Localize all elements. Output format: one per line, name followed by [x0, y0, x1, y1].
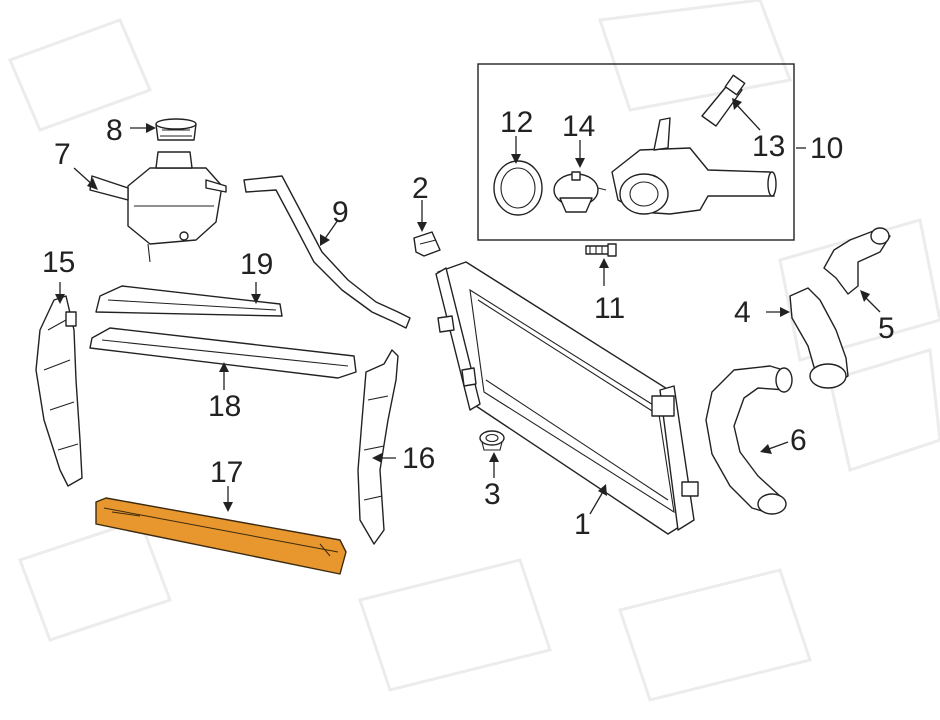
callout-17: 17 — [210, 456, 243, 489]
part-19-upper-air-seal[interactable] — [95, 285, 283, 317]
callout-12: 12 — [500, 106, 533, 139]
leader-lines — [55, 98, 881, 515]
part-3-grommet[interactable] — [479, 430, 505, 451]
callout-1: 1 — [574, 508, 591, 541]
callout-11: 11 — [594, 292, 625, 325]
callout-3: 3 — [484, 478, 501, 511]
part-11-bolt[interactable] — [585, 243, 617, 257]
part-17-lower-air-deflector[interactable] — [95, 497, 347, 575]
part-6-lower-radiator-hose[interactable] — [705, 365, 793, 515]
callout-4: 4 — [734, 296, 751, 329]
callout-19: 19 — [240, 248, 273, 281]
callout-2: 2 — [412, 172, 429, 205]
callout-15: 15 — [42, 246, 75, 279]
callout-18: 18 — [208, 390, 241, 423]
part-14-thermostat[interactable] — [553, 171, 607, 213]
callout-9: 9 — [332, 196, 349, 229]
part-18-upper-air-baffle[interactable] — [89, 327, 357, 379]
callout-6: 6 — [790, 424, 807, 457]
part-1-radiator[interactable] — [435, 261, 699, 535]
callout-16: 16 — [402, 442, 435, 475]
callout-7: 7 — [54, 138, 71, 171]
part-4-radiator-hose[interactable] — [789, 287, 849, 389]
part-13-temperature-sensor[interactable] — [701, 74, 746, 127]
callout-10: 10 — [810, 132, 843, 165]
callout-labels: 8 7 9 2 12 14 13 10 11 4 5 6 3 1 15 19 1… — [42, 106, 895, 541]
part-10-group-box — [477, 63, 795, 241]
part-16-side-air-baffle[interactable] — [357, 349, 399, 545]
part-12-o-ring[interactable] — [493, 160, 543, 216]
callout-8: 8 — [106, 114, 123, 147]
part-15-side-air-baffle[interactable] — [35, 295, 83, 487]
part-8-reservoir-cap[interactable] — [155, 118, 197, 141]
callout-14: 14 — [562, 110, 595, 143]
part-7-coolant-reservoir[interactable] — [89, 151, 227, 263]
part-10-thermostat-housing[interactable] — [611, 117, 777, 215]
part-9-overflow-hose[interactable] — [243, 175, 411, 329]
callout-13: 13 — [752, 130, 785, 163]
part-2-hose-clip[interactable] — [413, 231, 441, 257]
callout-5: 5 — [878, 312, 895, 345]
part-5-upper-radiator-hose[interactable] — [823, 227, 891, 295]
